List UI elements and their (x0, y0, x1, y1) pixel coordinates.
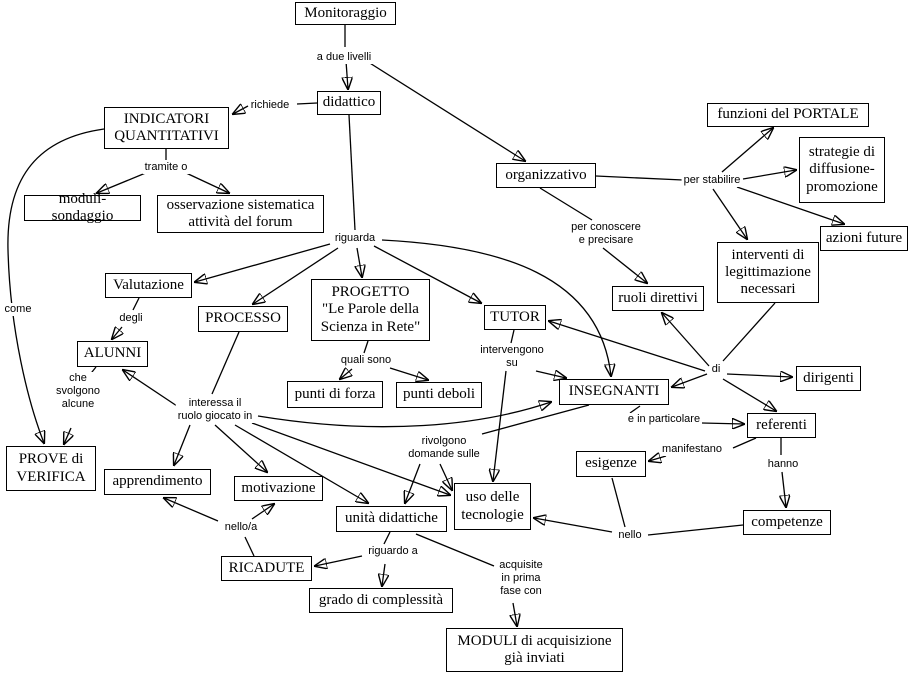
label-manifestano[interactable]: manifestano (660, 443, 724, 457)
node-osservazione-forum[interactable]: osservazione sistematica attività del fo… (157, 195, 324, 233)
node-interventi-legittimazione[interactable]: interventi di legittimazione necessari (717, 242, 819, 303)
node-esigenze[interactable]: esigenze (576, 451, 646, 477)
label-tramite-o[interactable]: tramite o (142, 161, 190, 175)
label-e-in-particolare[interactable]: e in particolare (625, 413, 703, 427)
node-punti-deboli[interactable]: punti deboli (396, 382, 482, 408)
node-referenti[interactable]: referenti (747, 413, 816, 438)
node-unita-didattiche[interactable]: unità didattiche (336, 506, 447, 532)
label-quali-sono[interactable]: quali sono (338, 354, 394, 368)
node-strategie-diffusione[interactable]: strategie di diffusione- promozione (799, 137, 885, 203)
label-acquisite-in-prima-fase[interactable]: acquisite in prima fase con (497, 559, 545, 599)
node-punti-di-forza[interactable]: punti di forza (287, 381, 383, 408)
label-degli[interactable]: degli (117, 312, 145, 326)
label-hanno[interactable]: hanno (765, 458, 801, 472)
label-nello[interactable]: nello (616, 529, 644, 543)
node-prove-di-verifica[interactable]: PROVE di VERIFICA (6, 446, 96, 491)
node-azioni-future[interactable]: azioni future (820, 226, 908, 251)
node-didattico[interactable]: didattico (317, 91, 381, 115)
node-organizzativo[interactable]: organizzativo (496, 163, 596, 188)
label-che-svolgono-alcune[interactable]: che svolgono alcune (53, 372, 103, 412)
node-ricadute[interactable]: RICADUTE (221, 556, 312, 581)
node-apprendimento[interactable]: apprendimento (104, 469, 211, 495)
label-per-conoscere-e-precisare[interactable]: per conoscere e precisare (569, 221, 643, 248)
label-a-due-livelli[interactable]: a due livelli (314, 51, 374, 65)
node-moduli-sondaggio[interactable]: moduli-sondaggio (24, 191, 141, 224)
node-grado-complessita[interactable]: grado di complessità (309, 588, 453, 613)
node-indicatori-quantitativi[interactable]: INDICATORI QUANTITATIVI (104, 107, 229, 149)
label-nello-a[interactable]: nello/a (222, 521, 260, 535)
node-alunni[interactable]: ALUNNI (77, 341, 148, 367)
node-uso-tecnologie[interactable]: uso delle tecnologie (454, 483, 531, 530)
node-tutor[interactable]: TUTOR (484, 305, 546, 330)
label-per-stabilire[interactable]: per stabilire (681, 174, 743, 188)
node-motivazione[interactable]: motivazione (234, 476, 323, 501)
node-processo[interactable]: PROCESSO (198, 306, 288, 332)
label-intervengono-su[interactable]: intervengono su (478, 344, 546, 371)
label-di[interactable]: di (709, 363, 723, 377)
node-moduli-acquisizione[interactable]: MODULI di acquisizione già inviati (446, 628, 623, 672)
node-progetto[interactable]: PROGETTO "Le Parole della Scienza in Ret… (311, 279, 430, 341)
node-funzioni-portale[interactable]: funzioni del PORTALE (707, 103, 869, 127)
label-interessa-il-ruolo[interactable]: interessa il ruolo giocato in (175, 397, 255, 424)
label-richiede[interactable]: richiede (248, 99, 292, 113)
label-come[interactable]: come (2, 303, 34, 317)
node-valutazione[interactable]: Valutazione (105, 273, 192, 298)
label-riguarda[interactable]: riguarda (332, 232, 378, 246)
node-insegnanti[interactable]: INSEGNANTI (559, 379, 669, 405)
node-competenze[interactable]: competenze (743, 510, 831, 535)
label-rivolgono-domande[interactable]: rivolgono domande sulle (406, 435, 482, 462)
node-ruoli-direttivi[interactable]: ruoli direttivi (612, 286, 704, 311)
node-monitoraggio[interactable]: Monitoraggio (295, 2, 396, 25)
node-dirigenti[interactable]: dirigenti (796, 366, 861, 391)
label-riguardo-a[interactable]: riguardo a (366, 545, 420, 559)
